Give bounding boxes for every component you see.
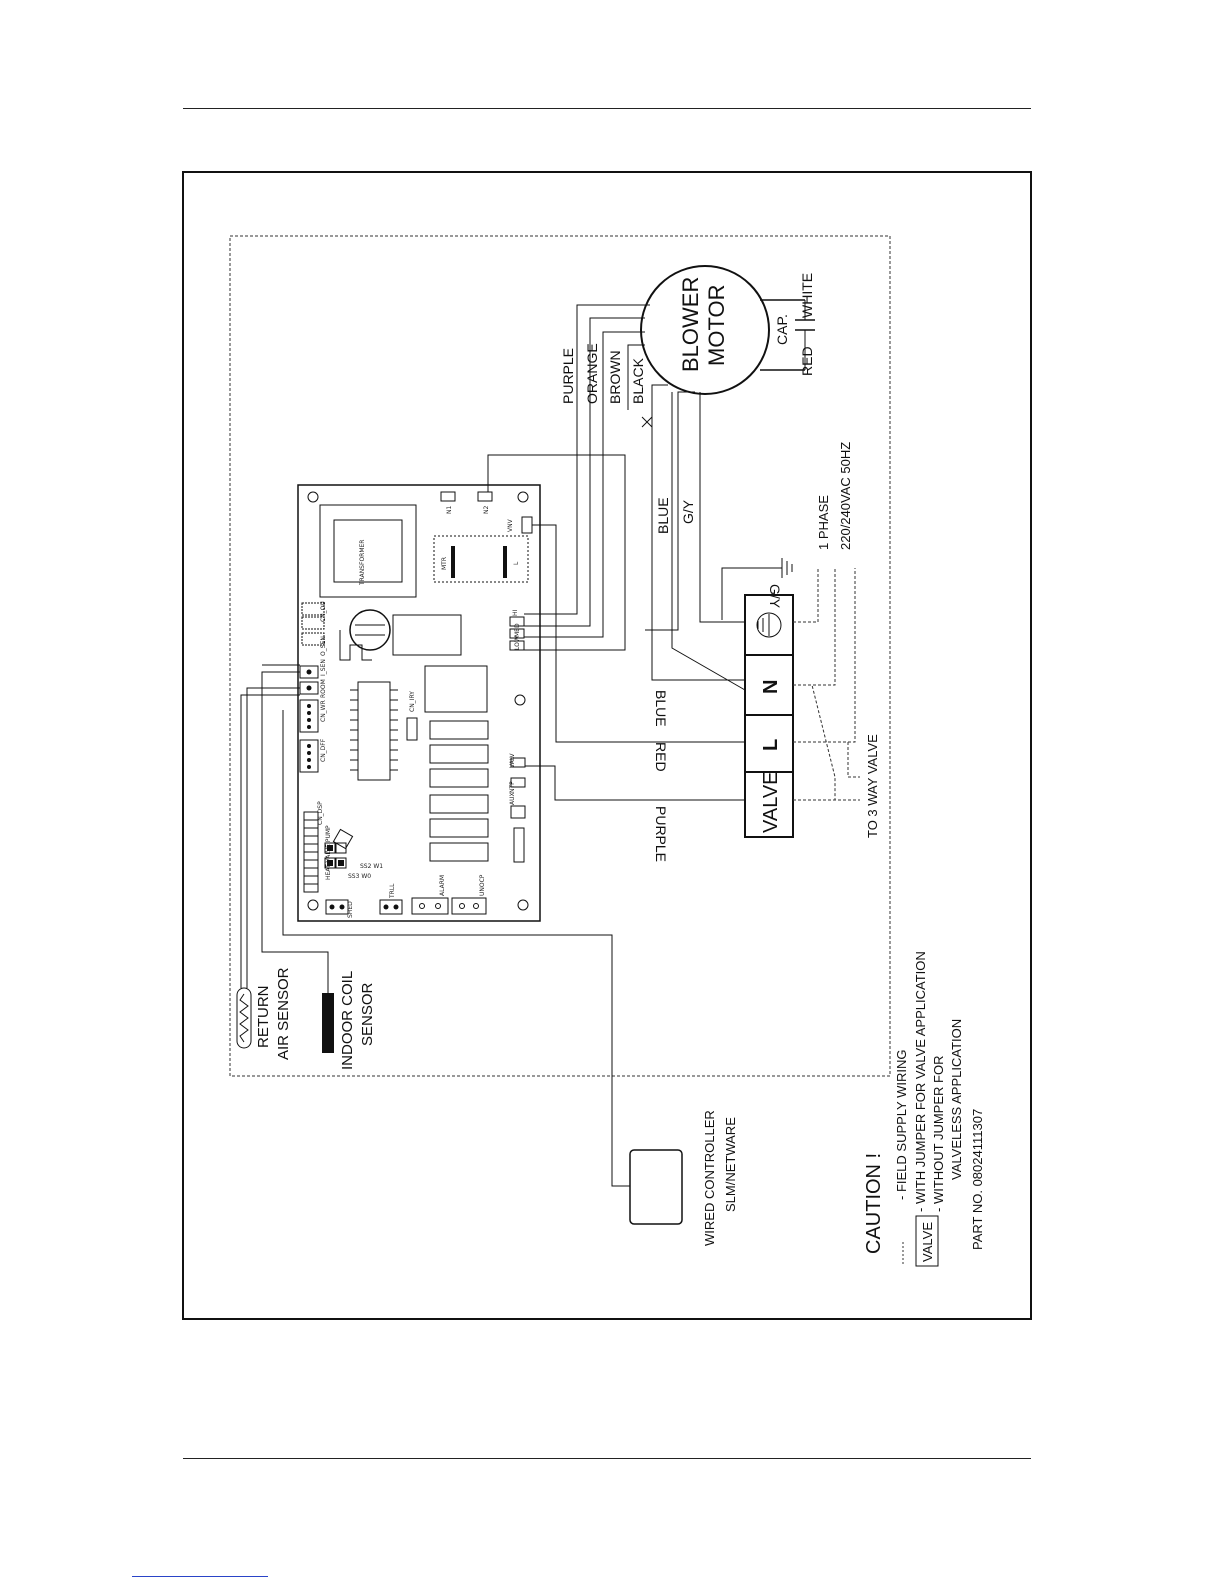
l-label: L <box>513 561 520 565</box>
indoor-coil-sensor: INDOOR COIL SENSOR <box>322 971 376 1070</box>
n1-label: N1 <box>446 506 453 514</box>
motor-wire-labels: PURPLE ORANGE BROWN BLACK BLUE G/Y <box>560 343 696 534</box>
svg-text:SS2 W1: SS2 W1 <box>360 863 383 870</box>
sensor-wiring <box>240 664 630 1187</box>
wire-label-gy-motor: G/Y <box>680 499 696 524</box>
wire-label-black: BLACK <box>630 357 646 404</box>
terminal-l: L <box>760 739 782 751</box>
med-label: MED <box>514 623 521 637</box>
terminal-block: N L VALVE <box>744 594 794 838</box>
field-supply-wiring <box>793 568 860 801</box>
cn-ou-label: CN_OU <box>320 601 327 622</box>
wire-label-blue-motor: BLUE <box>655 497 671 534</box>
footer-link-underline <box>132 1576 268 1577</box>
ground-symbol <box>745 558 793 578</box>
return-sensor-line1: RETURN <box>255 986 272 1049</box>
wired-controller: WIRED CONTROLLER SLM/NETWARE <box>629 1110 738 1246</box>
wire-label-brown: BROWN <box>607 350 623 404</box>
caution-part-no: PART NO. 08024111307 <box>970 1109 985 1250</box>
terminal-valve: VALVE <box>760 771 782 833</box>
svg-text:SS3 W0: SS3 W0 <box>348 873 371 880</box>
terminal-n: N <box>760 680 782 694</box>
supply-voltage: 220/240VAC 50HZ <box>838 442 853 550</box>
coil-sensor-line1: INDOOR COIL <box>339 971 356 1070</box>
motor-line1: BLOWER <box>678 277 703 372</box>
n2-label: N2 <box>483 506 490 514</box>
transformer: TRANSFORMER <box>319 504 417 598</box>
caution-field: - FIELD SUPPLY WIRING <box>894 1050 909 1201</box>
caution-with-jumper: - WITH JUMPER FOR VALVE APPLICATION <box>913 951 928 1212</box>
coil-sensor-line2: SENSOR <box>359 982 376 1046</box>
valv-label: VALV <box>509 752 516 768</box>
unit-boundary <box>229 235 891 1077</box>
cn-wr-label: CN_WR <box>320 700 327 722</box>
ntp-label: NTP <box>509 781 516 793</box>
vnv-label: VNV <box>507 518 514 532</box>
wire-label-purple: PURPLE <box>560 348 576 404</box>
heat-pump-label: HEAT VALVE PUMP <box>325 825 332 880</box>
trll-label: TRLL <box>389 883 396 899</box>
wire-label-blue-terminal: BLUE <box>653 690 669 727</box>
alarm-label: ALARM <box>439 875 446 896</box>
wire-label-purple-terminal: PURPLE <box>653 806 669 862</box>
cap-label: CAP. <box>774 314 790 345</box>
control-board: TRANSFORMER MTR L N1 N2 <box>297 484 541 922</box>
motor-line2: MOTOR <box>704 285 729 366</box>
cn-iry-label: CN_IRY <box>409 691 416 712</box>
i-sen-label: I_SEN <box>320 659 327 676</box>
controller-line1: WIRED CONTROLLER <box>702 1110 717 1246</box>
diagram-frame <box>182 171 1032 1320</box>
motor-relay: MTR L <box>433 535 529 583</box>
wiring <box>487 304 746 801</box>
cap-white-label: WHITE <box>799 273 815 318</box>
cap-red-label: RED <box>799 346 815 376</box>
aux-label: AUX <box>509 792 516 805</box>
caution-title: CAUTION ! <box>863 1153 885 1254</box>
wire-label-orange: ORANGE <box>584 343 600 404</box>
caution-notes: CAUTION ! - FIELD SUPPLY WIRING VALVE - … <box>863 951 985 1267</box>
caution-valve-box: VALVE <box>920 1222 935 1262</box>
mtr-label: MTR <box>441 557 448 570</box>
gy-ground-label: G/Y <box>767 584 783 609</box>
unocp-label: UNOCP <box>479 874 486 896</box>
caution-valveless: VALVELESS APPLICATION <box>949 1019 964 1180</box>
low-label: LOW <box>514 636 521 650</box>
cn-dff-label: CN_DFF <box>320 738 327 762</box>
supply-phase: 1 PHASE <box>816 495 831 550</box>
return-sensor-line2: AIR SENSOR <box>275 967 292 1060</box>
blower-motor: BLOWER MOTOR CAP. RED WHITE <box>640 265 815 395</box>
three-way-valve-label: TO 3 WAY VALVE <box>865 734 880 838</box>
wire-label-red-terminal: RED <box>653 742 669 772</box>
controller-line2: SLM/NETWARE <box>723 1117 738 1212</box>
shed-label: SHED <box>347 901 354 918</box>
header-rule <box>183 108 1031 109</box>
return-air-sensor: RETURN AIR SENSOR <box>236 967 292 1060</box>
room-label: ROOM <box>320 679 327 698</box>
hi-label: HI <box>512 609 519 616</box>
transformer-label: TRANSFORMER <box>359 540 366 586</box>
footer-rule <box>183 1458 1031 1459</box>
o-sen-label: O_SEN <box>320 636 327 656</box>
cn-dsp-label: CN_DSP <box>317 801 324 825</box>
caution-without-jumper: - WITHOUT JUMPER FOR <box>931 1056 946 1212</box>
